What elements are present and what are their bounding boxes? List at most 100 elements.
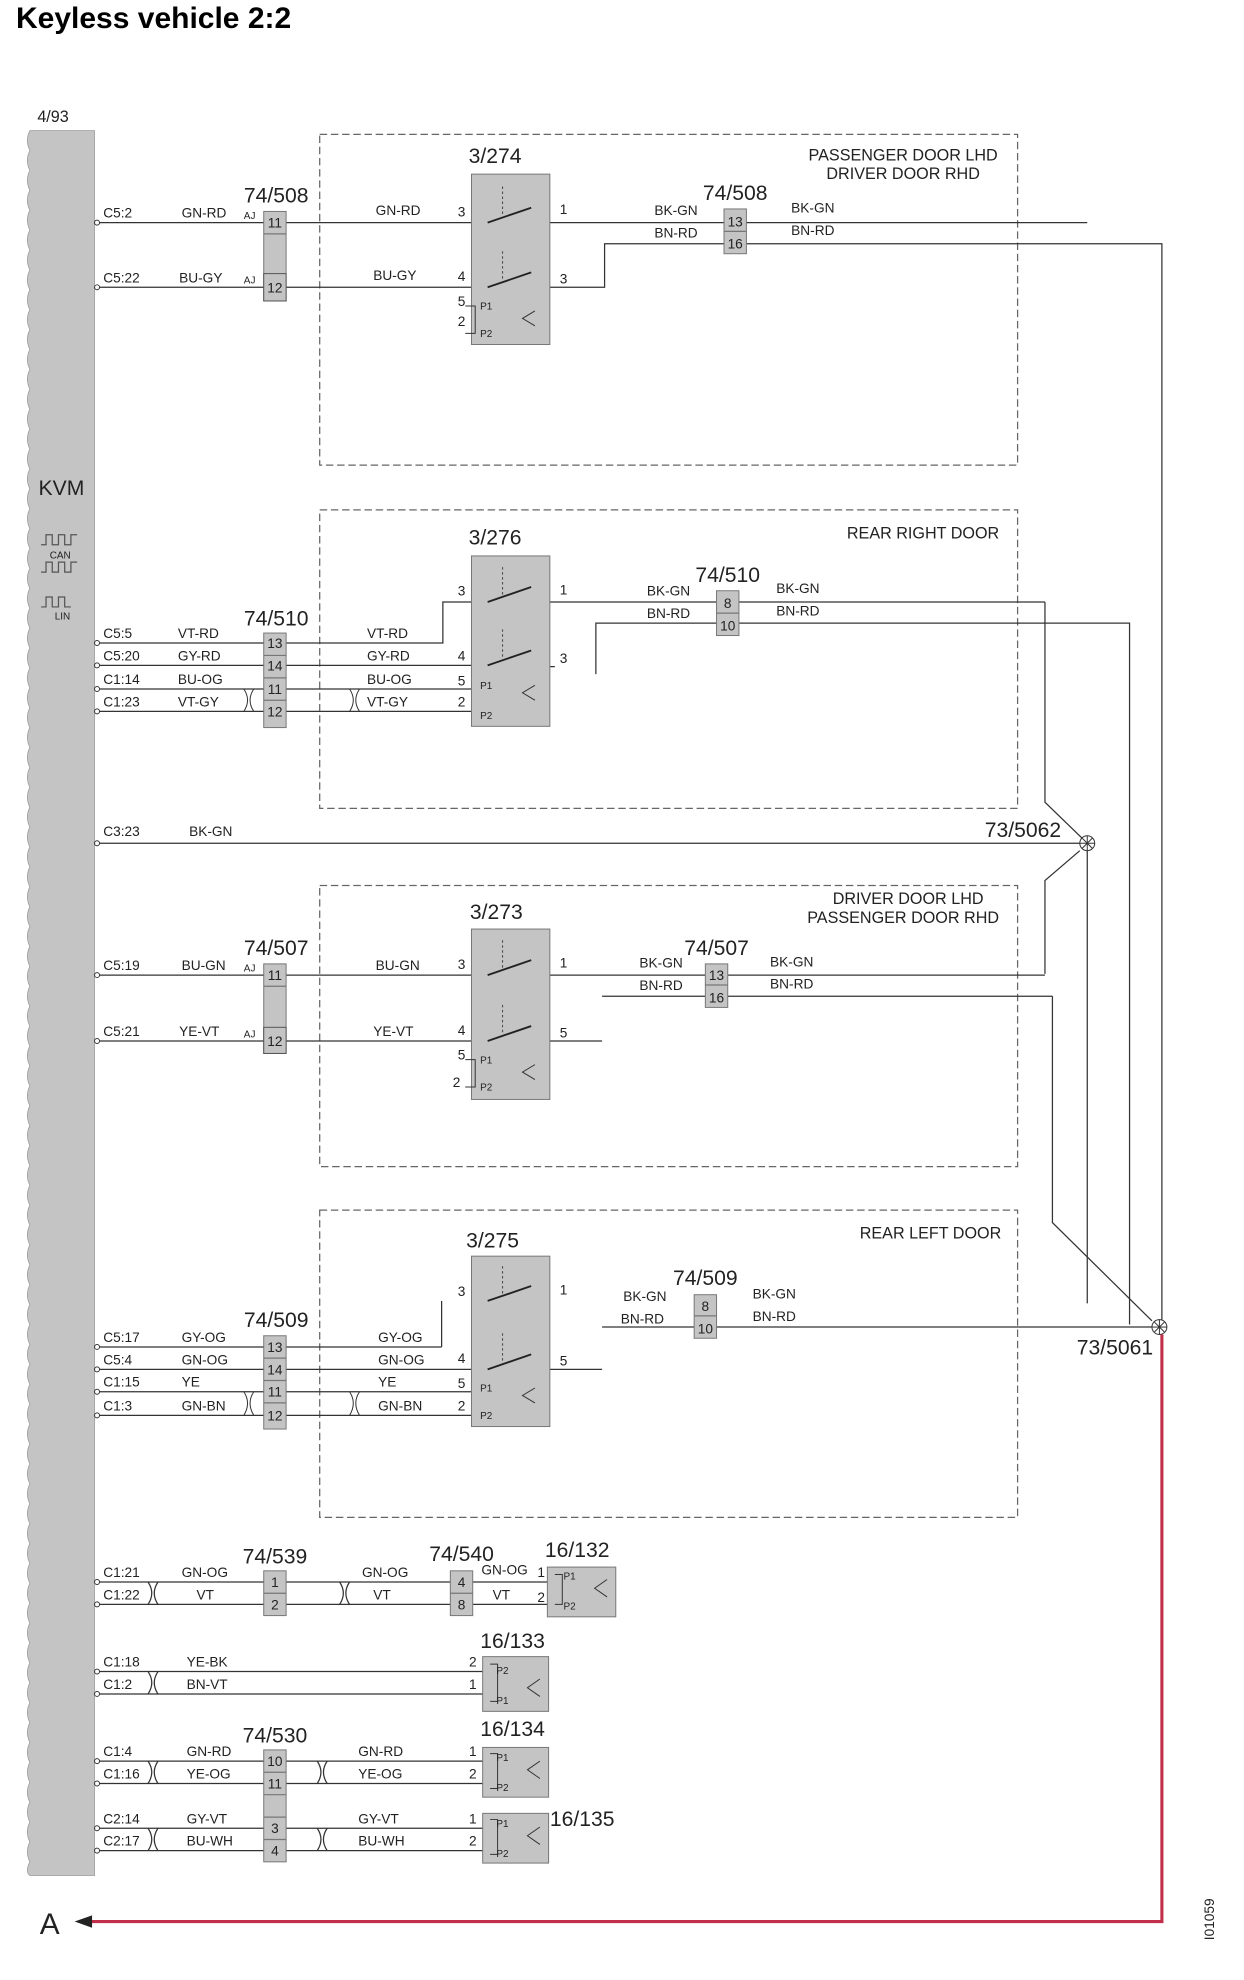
group2-sw-out-1: 1 (560, 582, 568, 597)
group3-title-line1: DRIVER DOOR LHD (833, 890, 984, 908)
splice-5061-label: 73/5061 (1077, 1336, 1153, 1359)
group4-out-color-in-1: BK-GN (623, 1289, 666, 1304)
d132-p2: P2 (564, 1601, 577, 1612)
r3-pin-b: C1:16 (103, 1767, 139, 1782)
group4-twist-icons (243, 1391, 360, 1416)
r4-color-b: BU-WH (187, 1834, 233, 1849)
group3-aj-1: AJ (244, 963, 256, 974)
kvm-pin-terminal (94, 640, 101, 646)
group3-conn-left-ref: 74/507 (244, 937, 309, 960)
ground-color: BK-GN (189, 824, 232, 839)
group4-out-color-in-2: BN-RD (621, 1311, 664, 1326)
group4-sw-color-1: GY-OG (378, 1330, 422, 1345)
c540-ref: 74/540 (429, 1543, 494, 1566)
group3-sw-color-1: BU-GN (376, 958, 420, 973)
group1-sw-pin-4: 4 (458, 269, 466, 284)
group2-conn-pin-13: 13 (267, 636, 282, 651)
r2-pin-b: C1:2 (103, 1677, 132, 1692)
group3-conn-pin-12: 12 (267, 1034, 282, 1049)
kvm-pin-terminal (94, 1847, 101, 1854)
group3-sw-pin-2: 2 (453, 1075, 461, 1090)
kvm-pin-terminal (94, 1601, 101, 1608)
kvm-ref: 4/93 (37, 108, 68, 126)
device-16-132 (546, 1566, 617, 1618)
group1-color-bu-gy: BU-GY (179, 270, 222, 285)
device-16-134 (482, 1746, 550, 1798)
group1-pin-c5-2: C5:2 (103, 206, 132, 221)
device-16-135 (482, 1812, 550, 1864)
group1-aj-1: AJ (244, 211, 256, 222)
group4-sw-p2: P2 (480, 1411, 493, 1422)
group4-sw-color-2: GN-OG (378, 1352, 424, 1367)
group3-sw-pin-5: 5 (458, 1048, 466, 1063)
lower-row1-wiring (97, 1581, 548, 1606)
c530-pin-11: 11 (268, 1776, 282, 1791)
d134-ref: 16/134 (480, 1718, 545, 1741)
r1-color-a: GN-OG (182, 1565, 228, 1580)
group1-title-line1: PASSENGER DOOR LHD (809, 146, 998, 164)
kvm-pin-terminal (94, 1690, 101, 1697)
group2-conn-pin-12: 12 (267, 704, 282, 719)
connector-74-509-left (263, 1335, 287, 1430)
c530-pin-4: 4 (271, 1844, 279, 1859)
group1-sw-pin-2: 2 (458, 314, 466, 329)
group4-pin-c5-17: C5:17 (103, 1330, 139, 1345)
r2-color-b: BN-VT (187, 1677, 229, 1692)
group4-pin-c1-3: C1:3 (103, 1398, 132, 1413)
d133-p2: P2 (496, 1666, 509, 1677)
group3-sw-pin-3: 3 (458, 957, 466, 972)
kvm-pin-terminal (94, 1366, 101, 1373)
group4-conn-right-ref: 74/509 (673, 1267, 738, 1290)
group2-conn-left-ref: 74/510 (244, 608, 309, 631)
drawing-number: I01059 (1202, 1898, 1217, 1940)
kvm-pin-terminal (94, 972, 101, 979)
lower-row3-wiring (97, 1760, 483, 1852)
group3-sw-pin-4: 4 (458, 1023, 466, 1038)
kvm-pin-terminal (94, 1668, 101, 1675)
r1-pin-b: C1:22 (103, 1587, 139, 1602)
group3-out-pin-16: 16 (709, 990, 724, 1005)
kvm-module: 4/93 KVM CAN LIN (26, 108, 95, 1876)
r4-pin-b: C2:17 (103, 1834, 139, 1849)
r2-pin-a: C1:18 (103, 1655, 140, 1670)
r3-color-a: GN-RD (187, 1744, 232, 1759)
group1-out-color-in-1: BK-GN (654, 203, 697, 218)
group3-pin-c5-21: C5:21 (103, 1024, 139, 1039)
group2-sw-pin-5: 5 (458, 673, 466, 688)
kvm-pin-terminal (94, 1412, 101, 1419)
group3-switch-ref: 3/273 (470, 901, 523, 924)
r1-pin-a: C1:21 (103, 1565, 139, 1580)
group2-pin-c5-5: C5:5 (103, 626, 132, 641)
d133-p1: P1 (496, 1696, 509, 1707)
group2-out-pin-10: 10 (720, 619, 736, 634)
d133-pin-1: 1 (469, 1677, 477, 1692)
group2-conn-pin-11: 11 (268, 682, 282, 697)
group1-out-color-in-2: BN-RD (654, 226, 697, 241)
group2-conn-right-ref: 74/510 (695, 564, 760, 587)
group1-sw-color-gn-rd: GN-RD (376, 203, 421, 218)
group2-pin-c1-14: C1:14 (103, 672, 140, 687)
group1-out-pin-16: 16 (728, 237, 743, 252)
kvm-pin-terminal (94, 1388, 101, 1395)
group2-sw-color-3: BU-OG (367, 672, 412, 687)
group3-sw-color-2: YE-VT (373, 1024, 414, 1039)
splice-5062-label: 73/5062 (985, 819, 1061, 842)
group4-sw-out-1: 1 (560, 1283, 568, 1298)
d135-p1: P1 (496, 1819, 509, 1830)
group1-conn-pin-12: 12 (267, 280, 282, 295)
d135-p2: P2 (496, 1849, 509, 1860)
d135-pin-1: 1 (469, 1811, 477, 1826)
r3-color-b2: YE-OG (358, 1767, 402, 1782)
group4-sw-color-4: GN-BN (378, 1398, 422, 1413)
group2-title: REAR RIGHT DOOR (847, 525, 999, 543)
splice-73-5062 (1079, 835, 1096, 852)
d132-ref: 16/132 (545, 1539, 610, 1562)
group3-sw-out-1: 1 (560, 956, 568, 971)
r4-color-a2: GY-VT (358, 1811, 399, 1826)
group1-conn-pin-11: 11 (268, 216, 282, 231)
d132-pin-1: 1 (537, 1565, 545, 1580)
d132-pin-2: 2 (537, 1590, 545, 1605)
group2-sw-p1: P1 (480, 681, 493, 692)
group4-out-pin-10: 10 (698, 1321, 714, 1336)
group4-sw-out-5: 5 (560, 1354, 568, 1369)
